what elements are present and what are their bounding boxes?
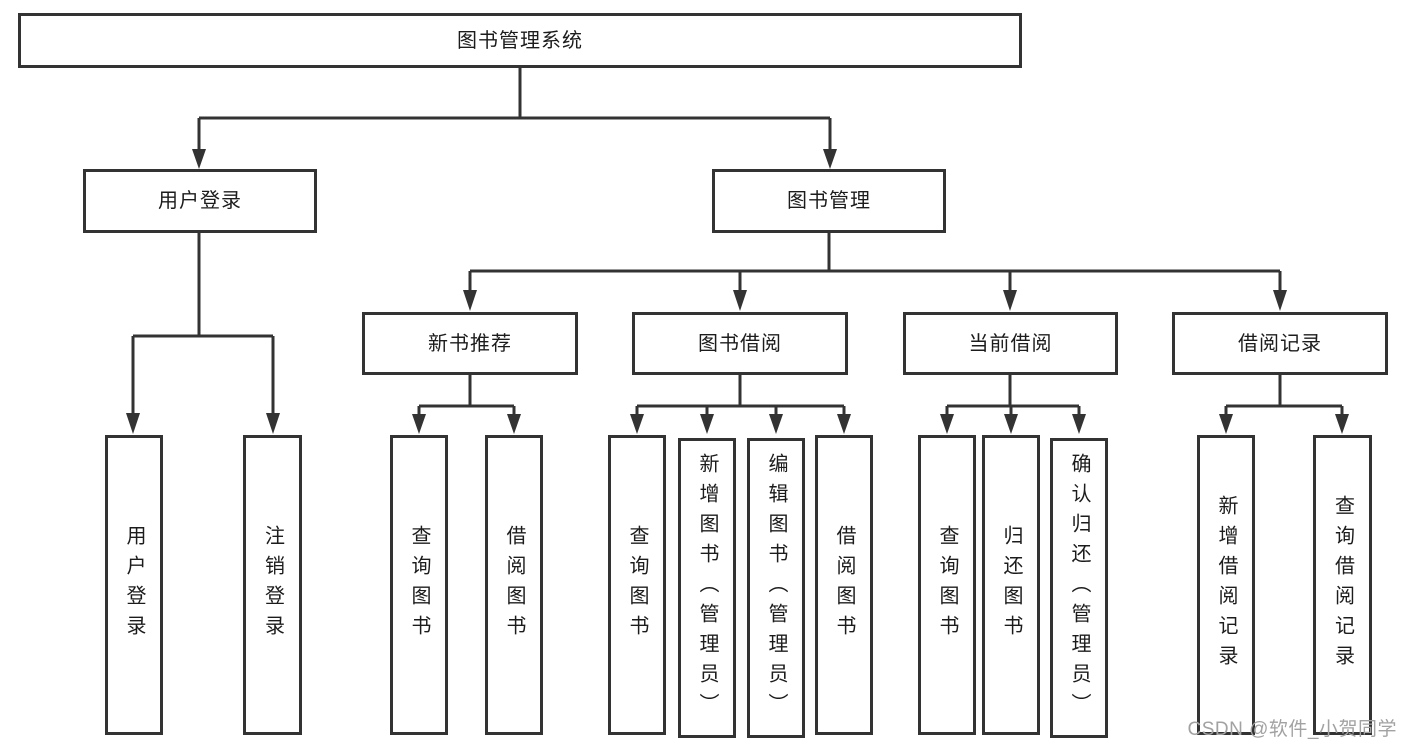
node-label: 借阅图书 (503, 525, 525, 645)
node-label: 图书管理 (787, 190, 871, 212)
csdn-watermark: CSDN @软件_小贺同学 (1187, 719, 1397, 740)
leaf-user-login: 用户登录 (105, 435, 163, 735)
node-label: 新增图书（管理员） (696, 453, 718, 723)
node-new-book-recommend: 新书推荐 (362, 312, 578, 375)
connector-current-to-leaves (940, 375, 1086, 434)
leaf-borrow-query-book: 查询图书 (608, 435, 666, 735)
node-label: 图书借阅 (698, 332, 782, 355)
leaf-borrow-add-book: 新增图书（管理员） (678, 438, 736, 738)
node-label: 图书管理系统 (457, 29, 583, 52)
node-label: 查询图书 (626, 525, 648, 645)
node-book-management: 图书管理 (712, 169, 946, 233)
leaf-current-query-book: 查询图书 (918, 435, 976, 735)
leaf-recommend-query-book: 查询图书 (390, 435, 448, 735)
node-label: 确认归还（管理员） (1068, 453, 1090, 723)
node-label: 注销登录 (261, 525, 284, 645)
node-label: 用户登录 (123, 525, 145, 645)
connector-root-to-level1 (192, 68, 837, 169)
node-label: 查询图书 (936, 525, 958, 645)
leaf-recommend-borrow-book: 借阅图书 (485, 435, 543, 735)
node-current-borrow: 当前借阅 (903, 312, 1118, 375)
node-user-login: 用户登录 (83, 169, 317, 233)
leaf-borrow-edit-book: 编辑图书（管理员） (747, 438, 805, 738)
leaf-current-return-book: 归还图书 (982, 435, 1040, 735)
connector-user-login-to-leaves (126, 232, 280, 434)
leaf-record-query: 查询借阅记录 (1313, 435, 1372, 735)
connector-book-management-to-level2 (463, 232, 1287, 311)
node-label: 编辑图书（管理员） (765, 453, 787, 723)
node-label: 借阅记录 (1238, 332, 1322, 355)
leaf-record-add: 新增借阅记录 (1197, 435, 1255, 735)
node-label: 新书推荐 (428, 332, 512, 355)
node-label: 新增借阅记录 (1215, 495, 1237, 675)
node-label: 查询图书 (408, 525, 430, 645)
node-borrow-record: 借阅记录 (1172, 312, 1388, 375)
leaf-logout: 注销登录 (243, 435, 302, 735)
node-label: 用户登录 (158, 190, 242, 212)
node-label: 当前借阅 (968, 332, 1053, 355)
connector-record-to-leaves (1219, 375, 1349, 434)
node-label: 归还图书 (1000, 525, 1022, 645)
node-book-borrow: 图书借阅 (632, 312, 848, 375)
leaf-borrow-borrow-book: 借阅图书 (815, 435, 873, 735)
leaf-current-confirm-return: 确认归还（管理员） (1050, 438, 1108, 738)
connector-borrow-to-leaves (630, 375, 851, 434)
connector-recommend-to-leaves (412, 375, 521, 434)
node-library-management-system: 图书管理系统 (18, 13, 1022, 68)
node-label: 借阅图书 (833, 525, 855, 645)
node-label: 查询借阅记录 (1331, 495, 1354, 675)
